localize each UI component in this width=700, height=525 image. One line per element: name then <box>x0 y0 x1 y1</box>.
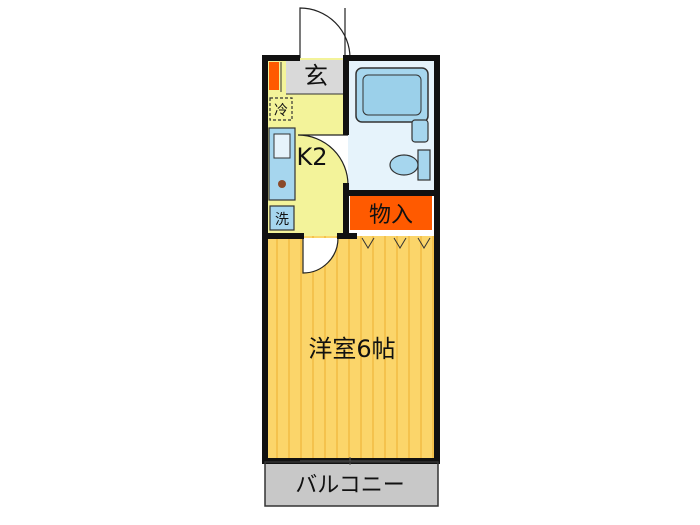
toilet-icon <box>389 149 431 181</box>
washer-label: 洗 <box>275 212 289 228</box>
balcony-window <box>300 457 400 465</box>
balcony-label: バルコニー <box>295 473 405 498</box>
bathtub-icon <box>355 67 429 143</box>
kitchen-counter <box>268 127 296 201</box>
refrigerator-label: 冷 <box>274 103 288 119</box>
storage-label: 物入 <box>369 203 413 228</box>
entrance-door[interactable] <box>299 7 351 59</box>
room-door[interactable] <box>302 237 339 274</box>
entrance-floor <box>286 60 348 94</box>
balcony-floor <box>265 462 438 506</box>
kitchen-label: K2 <box>296 143 327 171</box>
washer-icon <box>269 205 295 231</box>
western-room-label: 洋室6帖 <box>308 335 395 363</box>
western-room-floor <box>265 236 438 460</box>
bathroom-door[interactable] <box>297 134 349 186</box>
balcony-rail <box>264 461 439 507</box>
entrance-label: 玄 <box>304 62 328 90</box>
shoe-cabinet <box>269 62 279 90</box>
refrigerator-icon <box>269 97 293 121</box>
storage-doors <box>361 237 431 249</box>
storage-closet <box>350 196 432 230</box>
